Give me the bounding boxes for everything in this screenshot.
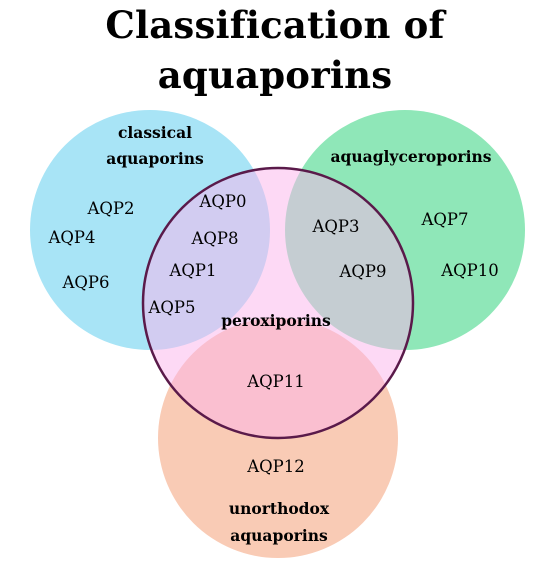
page-title: Classification of aquaporins (105, 3, 445, 97)
member-aqp6: AQP6 (61, 273, 109, 292)
member-aqp0: AQP0 (198, 192, 246, 211)
peroxiporins-label: peroxiporins (221, 311, 331, 330)
member-aqp10: AQP10 (440, 261, 499, 280)
member-aqp2: AQP2 (86, 199, 134, 218)
unorthodox-label-line2: aquaporins (230, 526, 328, 545)
member-aqp1: AQP1 (168, 261, 216, 280)
classical-label-line2: aquaporins (106, 149, 204, 168)
member-aqp5: AQP5 (147, 298, 195, 317)
classical-label-line1: classical (118, 123, 192, 142)
circle-peroxiporins (141, 166, 415, 440)
member-aqp3: AQP3 (311, 217, 359, 236)
member-aqp8: AQP8 (190, 229, 238, 248)
member-aqp7: AQP7 (420, 210, 468, 229)
member-aqp11: AQP11 (246, 372, 305, 391)
unorthodox-label-line1: unorthodox (229, 499, 330, 518)
aquaglyceroporins-label: aquaglyceroporins (331, 147, 492, 166)
member-aqp4: AQP4 (47, 228, 95, 247)
member-aqp9: AQP9 (338, 262, 386, 281)
member-aqp12: AQP12 (246, 457, 305, 476)
